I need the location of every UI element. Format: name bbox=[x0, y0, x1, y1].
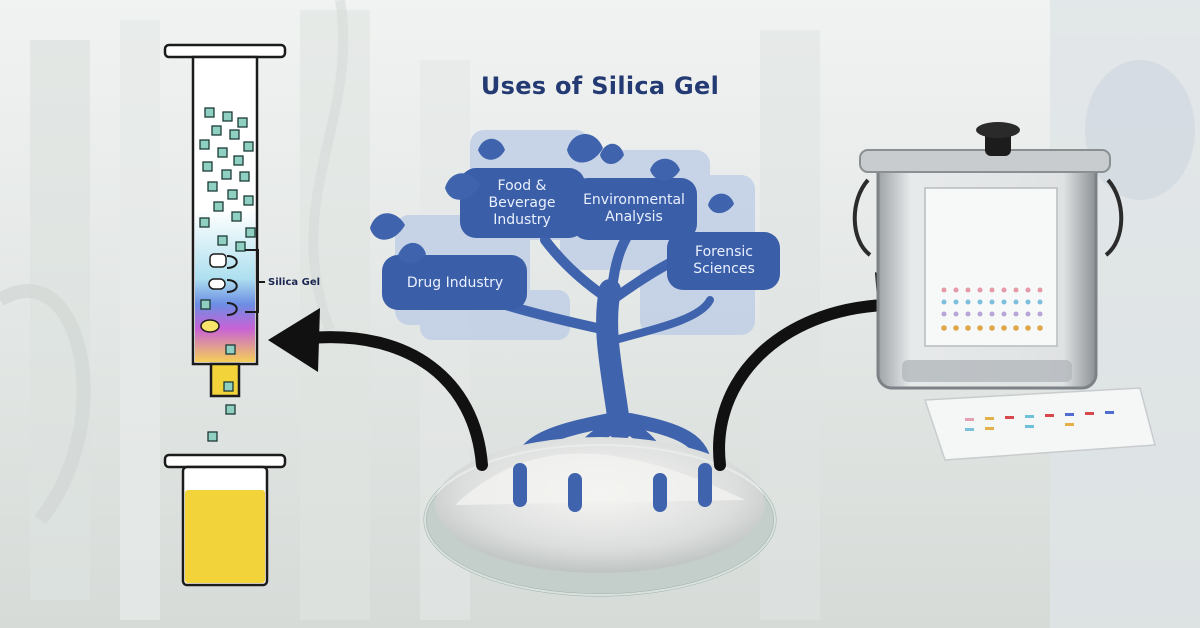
arrow-left bbox=[304, 331, 488, 471]
box-drug bbox=[382, 255, 527, 310]
branch-label-environmental: Environmental Analysis bbox=[583, 192, 685, 225]
silica-gel-label: Silica Gel bbox=[268, 277, 321, 288]
branch-food bbox=[540, 235, 615, 305]
tree-trunk bbox=[596, 279, 631, 441]
roots-front bbox=[513, 463, 712, 512]
box-forensic bbox=[667, 232, 780, 290]
box-food bbox=[460, 168, 585, 238]
arrow-right bbox=[713, 299, 891, 471]
page-title: Uses of Silica Gel bbox=[480, 72, 720, 100]
branch-label-drug: Drug Industry bbox=[406, 274, 504, 291]
leaf-icon bbox=[445, 173, 480, 200]
branch-lower-right bbox=[611, 296, 714, 344]
silica-particles bbox=[199, 107, 256, 442]
leaf-icon bbox=[370, 213, 405, 240]
leaf-icon bbox=[567, 133, 603, 163]
branch-label-forensic: Forensic Sciences bbox=[693, 244, 755, 277]
arrows bbox=[304, 299, 891, 471]
leaf-icon bbox=[708, 193, 734, 214]
branch-boxes bbox=[382, 168, 780, 310]
branch-label-food: Food & Beverage Industry bbox=[488, 177, 556, 228]
leaf-icon bbox=[398, 242, 426, 264]
beaker bbox=[163, 453, 287, 587]
tlc-plate bbox=[923, 387, 1156, 461]
leaf-icon bbox=[478, 138, 505, 160]
tlc-tank bbox=[852, 122, 1124, 390]
leaf-icon bbox=[600, 143, 624, 164]
box-env bbox=[572, 178, 697, 240]
leaf-icon bbox=[650, 158, 680, 181]
chromatography-column bbox=[163, 43, 287, 398]
leaves bbox=[370, 133, 734, 264]
arrowhead-left-icon bbox=[268, 308, 320, 372]
tlc-spots bbox=[941, 287, 1043, 331]
